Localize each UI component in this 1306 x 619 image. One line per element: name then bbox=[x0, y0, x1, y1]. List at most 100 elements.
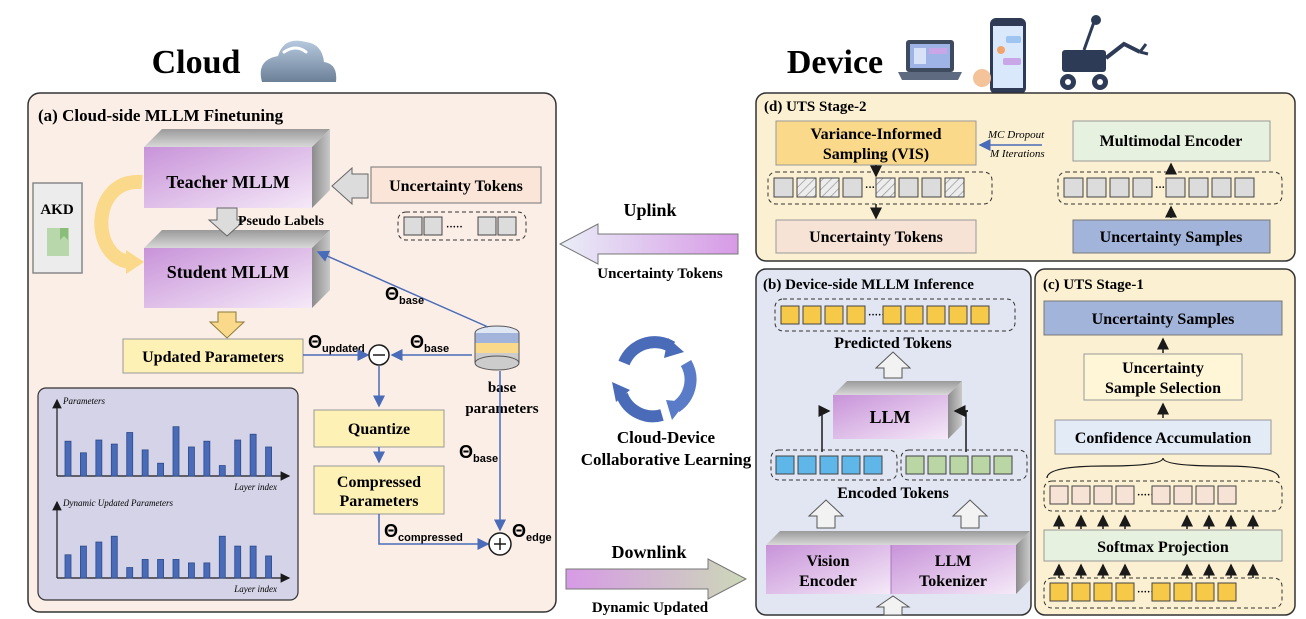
bar bbox=[157, 559, 164, 579]
downlink-sub-label: Dynamic Updated bbox=[592, 600, 709, 616]
student-mllm-label: Student MLLM bbox=[167, 262, 290, 282]
sample-token bbox=[1132, 177, 1153, 198]
stage2-uncertainty-tokens-box bbox=[775, 219, 977, 254]
database-icon bbox=[474, 325, 520, 371]
sample-token bbox=[1188, 177, 1209, 198]
predicted-token bbox=[948, 305, 968, 325]
uts-stage2-title: (d) UTS Stage-2 bbox=[764, 99, 867, 115]
vis-token bbox=[875, 177, 896, 198]
softmax-output-token bbox=[1217, 485, 1237, 505]
bar bbox=[95, 439, 103, 477]
cloud-token bbox=[477, 216, 497, 236]
input-token bbox=[1173, 582, 1193, 602]
bar bbox=[95, 541, 103, 579]
quantize-box bbox=[313, 409, 445, 448]
input-token-ellipsis: ····· bbox=[1137, 587, 1154, 598]
predicted-token bbox=[926, 305, 946, 325]
bar bbox=[218, 465, 226, 477]
sample-selection-line1: Uncertainty bbox=[1122, 360, 1204, 377]
collab-label-line2: Collaborative Learning bbox=[581, 450, 752, 469]
vision-token bbox=[841, 455, 861, 475]
sample-token-ellipsis: ····· bbox=[1155, 183, 1172, 194]
text-token bbox=[927, 455, 947, 475]
bar bbox=[188, 446, 195, 477]
input-token bbox=[1151, 582, 1171, 602]
theta-updated-symbol: Θ bbox=[308, 332, 322, 352]
bar bbox=[203, 440, 211, 477]
sample-token bbox=[1063, 177, 1084, 198]
vis-label-line1: Variance-Informed bbox=[811, 126, 942, 143]
smartphone-icon bbox=[973, 18, 1026, 94]
device-inference-title: (b) Device-side MLLM Inference bbox=[763, 277, 974, 293]
text-token bbox=[993, 455, 1013, 475]
softmax-output-token bbox=[1195, 485, 1215, 505]
base-parameters-line1: base bbox=[488, 380, 517, 396]
input-token bbox=[1217, 582, 1237, 602]
updated-parameters-label: Updated Parameters bbox=[142, 349, 284, 366]
predicted-token-group bbox=[774, 298, 1016, 332]
vis-token bbox=[898, 177, 919, 198]
confidence-accumulation-box bbox=[1054, 419, 1272, 455]
akd-curved-arrow bbox=[94, 174, 143, 269]
predicted-token bbox=[802, 305, 822, 325]
stage2-uncertainty-tokens-label: Uncertainty Tokens bbox=[809, 229, 943, 246]
vis-token bbox=[819, 177, 840, 198]
predicted-token bbox=[904, 305, 924, 325]
predicted-token-ellipsis: ····· bbox=[868, 310, 885, 321]
theta-edge-symbol: Θ bbox=[512, 521, 526, 541]
predicted-token bbox=[824, 305, 844, 325]
bar bbox=[234, 545, 242, 579]
input-up-arrow bbox=[875, 595, 911, 616]
m-iterations-label: M Iterations bbox=[989, 148, 1045, 160]
text-token-group bbox=[900, 449, 1028, 481]
bar bbox=[249, 433, 257, 477]
sample-token bbox=[1109, 177, 1130, 198]
compressed-line2: Parameters bbox=[339, 493, 418, 510]
llm-block: LLM bbox=[833, 381, 962, 439]
vision-token bbox=[863, 455, 883, 475]
multimodal-encoder-box bbox=[1072, 120, 1271, 162]
sync-cycle-icon bbox=[612, 336, 697, 423]
uplink-arrow bbox=[558, 223, 739, 265]
theta-base-minus-sub: base bbox=[424, 343, 449, 355]
downlink-arrow bbox=[565, 558, 748, 600]
vis-token bbox=[842, 177, 863, 198]
input-token-group bbox=[1043, 577, 1283, 609]
x-axis-label: Layer index bbox=[233, 584, 277, 594]
downlink-label: Downlink bbox=[611, 542, 686, 562]
cloud-token-ellipsis: ····· bbox=[446, 222, 463, 233]
akd-label: AKD bbox=[40, 202, 74, 218]
sample-token bbox=[1211, 177, 1232, 198]
tokens-to-teacher-arrow bbox=[331, 166, 369, 206]
cloud-token bbox=[497, 216, 517, 236]
x-axis-label: Layer index bbox=[233, 482, 277, 492]
input-token bbox=[1093, 582, 1113, 602]
softmax-output-token bbox=[1093, 485, 1113, 505]
bar bbox=[265, 446, 272, 477]
llm-label: LLM bbox=[869, 407, 910, 427]
text-token bbox=[905, 455, 925, 475]
stage1-uncertainty-samples-label: Uncertainty Samples bbox=[1092, 311, 1235, 328]
bar bbox=[234, 439, 242, 477]
bar bbox=[80, 452, 87, 477]
bar bbox=[265, 555, 272, 579]
bar bbox=[249, 545, 257, 579]
mc-dropout-label: MC Dropout bbox=[987, 129, 1045, 141]
updated-parameters-box bbox=[122, 338, 304, 374]
theta-edge-sub: edge bbox=[526, 532, 552, 544]
stage1-uncertainty-samples-box bbox=[1043, 300, 1283, 336]
softmax-projection-box bbox=[1043, 529, 1283, 562]
vis-token bbox=[944, 177, 965, 198]
input-token bbox=[1071, 582, 1091, 602]
base-to-student-arrow bbox=[316, 250, 489, 328]
student-to-updated-arrow bbox=[208, 311, 246, 339]
vis-label-line2: Sampling (VIS) bbox=[823, 146, 929, 163]
theta-base-student-symbol: Θ bbox=[385, 284, 399, 304]
vision-token bbox=[819, 455, 839, 475]
vision-token bbox=[797, 455, 817, 475]
charts-panel bbox=[37, 387, 299, 601]
bar bbox=[141, 559, 149, 579]
vis-token bbox=[796, 177, 817, 198]
